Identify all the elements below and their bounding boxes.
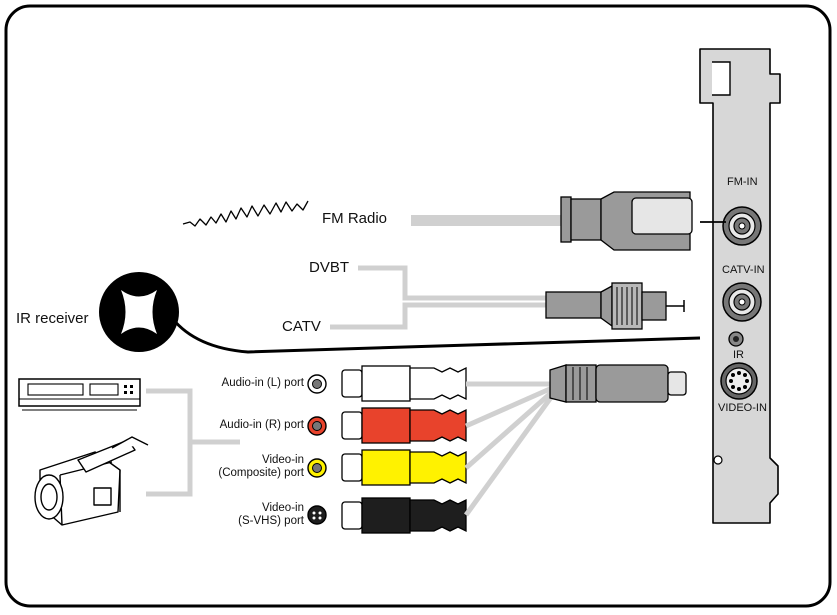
video-composite-label-line1: Video-in (262, 454, 304, 466)
video-composite-plug (307, 449, 467, 486)
video-in-label: VIDEO-IN (718, 402, 767, 414)
ir-receiver-label: IR receiver (16, 310, 89, 327)
dvbt-catv-cable (330, 265, 550, 330)
ir-cable (170, 317, 701, 354)
audio-right-plug (307, 407, 467, 444)
catv-in-label: CATV-IN (722, 264, 765, 276)
audio-right-label: Audio-in (R) port (219, 419, 304, 431)
ir-label: IR (733, 349, 744, 361)
dvbt-label: DVBT (309, 259, 350, 276)
video-svhs-label: Video-in (S-VHS) port (238, 502, 304, 528)
catv-antenna-plug (545, 282, 685, 330)
fm-in-connector (722, 206, 762, 246)
vcr-icon (18, 378, 141, 411)
video-svhs-label-line2: (S-VHS) port (238, 515, 304, 528)
catv-in-connector (722, 282, 762, 322)
video-svhs-plug (307, 497, 467, 534)
camcorder-icon (34, 436, 149, 526)
radio-wave-icon (182, 200, 309, 227)
av-breakout-plug (549, 364, 687, 403)
device-grouping-lines (146, 388, 240, 497)
fm-radio-label: FM Radio (322, 210, 388, 227)
video-composite-label-line2: (Composite) port (218, 467, 304, 480)
ir-jack (728, 331, 744, 347)
audio-left-plug (307, 365, 467, 402)
catv-label: CATV (282, 318, 321, 335)
fm-in-label: FM-IN (727, 176, 758, 188)
fm-cable (411, 215, 563, 226)
video-svhs-label-line1: Video-in (262, 502, 304, 514)
av-breakout-cables (463, 381, 555, 517)
audio-left-label: Audio-in (L) port (221, 377, 304, 389)
video-in-connector (720, 362, 758, 400)
fm-antenna-plug (560, 191, 693, 251)
ir-receiver-icon (99, 272, 179, 352)
video-composite-label: Video-in (Composite) port (218, 454, 304, 480)
